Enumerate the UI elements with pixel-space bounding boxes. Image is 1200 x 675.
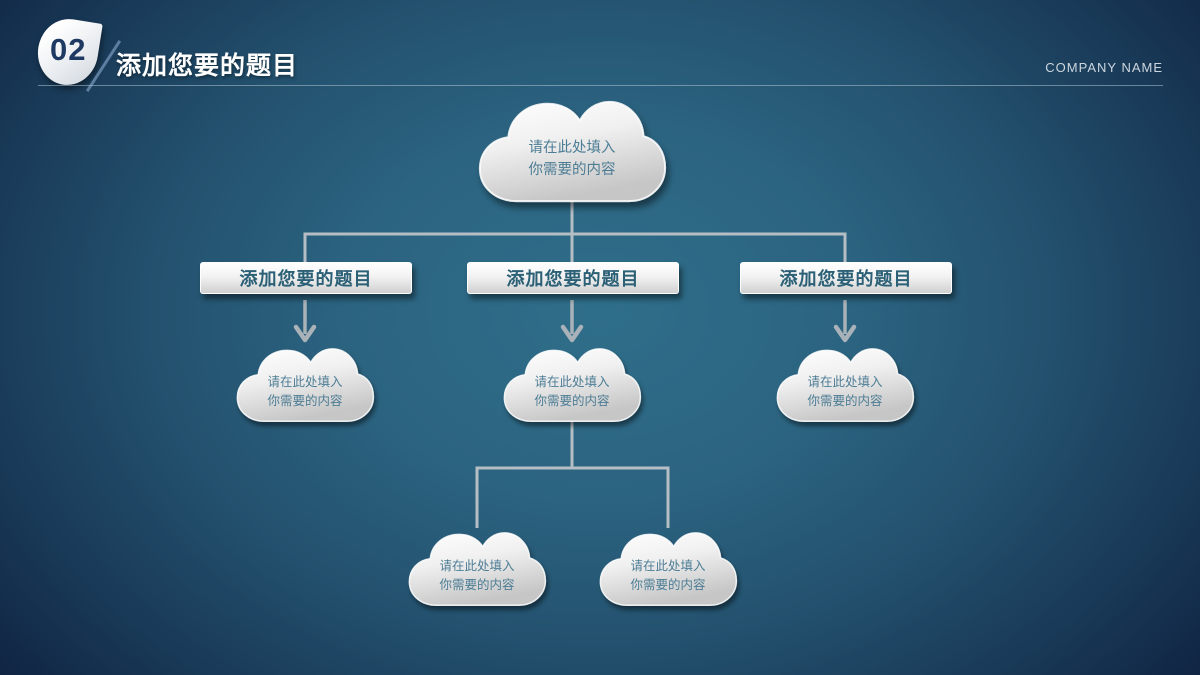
branch-title-bar-right: 添加您要的题目: [740, 262, 952, 294]
cloud-placeholder-text: 请在此处填入 你需要的内容: [773, 341, 917, 427]
placeholder-line: 你需要的内容: [267, 394, 343, 408]
branch-title-label: 添加您要的题目: [779, 269, 913, 289]
cloud-placeholder-text: 请在此处填入 你需要的内容: [233, 341, 377, 427]
placeholder-line: 请在此处填入: [630, 559, 706, 574]
cloud-node-middle: 请在此处填入 你需要的内容: [500, 341, 644, 427]
cloud-placeholder-text: 请在此处填入 你需要的内容: [405, 525, 549, 611]
arrow-down-icon-middle: [560, 324, 584, 343]
cloud-placeholder-text: 请在此处填入 你需要的内容: [474, 91, 670, 209]
cloud-placeholder-text: 请在此处填入 你需要的内容: [500, 341, 644, 427]
cloud-node-leaf-left: 请在此处填入 你需要的内容: [405, 525, 549, 611]
company-name: COMPANY NAME: [1045, 60, 1163, 75]
cloud-node-root: 请在此处填入 你需要的内容: [474, 91, 670, 209]
cloud-node-leaf-right: 请在此处填入 你需要的内容: [596, 525, 740, 611]
cloud-placeholder-text: 请在此处填入 你需要的内容: [596, 525, 740, 611]
branch-title-bar-middle: 添加您要的题目: [467, 262, 679, 294]
tier1-rail-line: [303, 232, 847, 263]
placeholder-line: 你需要的内容: [534, 394, 610, 408]
branch-title-label: 添加您要的题目: [506, 269, 640, 289]
cloud-node-left: 请在此处填入 你需要的内容: [233, 341, 377, 427]
arrow-down-icon-left: [293, 324, 317, 343]
header-divider-line: [38, 85, 1163, 86]
page-title: 添加您要的题目: [116, 52, 299, 80]
placeholder-line: 你需要的内容: [630, 578, 706, 592]
branch-title-label: 添加您要的题目: [239, 269, 373, 289]
placeholder-line: 请在此处填入: [534, 375, 610, 390]
tier2-rail-line: [475, 466, 670, 528]
branch-title-bar-left: 添加您要的题目: [200, 262, 412, 294]
section-number: 02: [49, 31, 87, 67]
placeholder-line: 请在此处填入: [267, 375, 343, 390]
placeholder-line: 你需要的内容: [528, 162, 616, 178]
arrow-down-icon-right: [833, 324, 857, 343]
placeholder-line: 请在此处填入: [807, 375, 883, 390]
placeholder-line: 你需要的内容: [807, 394, 883, 408]
placeholder-line: 请在此处填入: [439, 559, 515, 574]
cloud-node-right: 请在此处填入 你需要的内容: [773, 341, 917, 427]
placeholder-line: 请在此处填入: [528, 140, 616, 157]
placeholder-line: 你需要的内容: [439, 578, 515, 592]
